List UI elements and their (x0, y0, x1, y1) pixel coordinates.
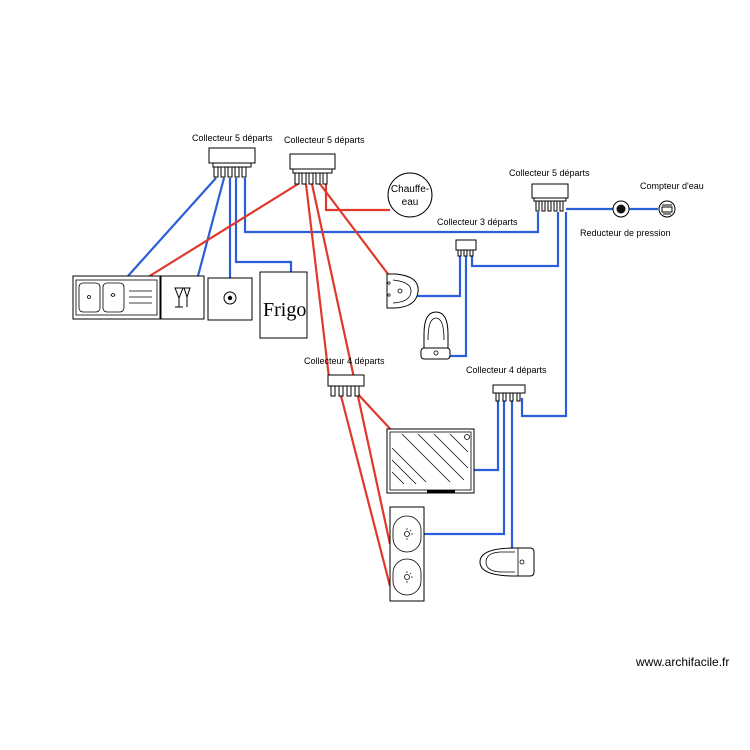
water-heater-icon: Chauffe- eau (387, 172, 433, 218)
cold-pipe-toilet-2 (448, 256, 468, 358)
cold-pipe-to-collector-4 (520, 212, 568, 418)
pressure-reducer-label: Reducteur de pression (580, 228, 671, 238)
cold-pipe-bathtub (474, 398, 500, 472)
water-heater-label-line2: eau (402, 197, 419, 208)
hot-water-pipes (139, 183, 431, 587)
dishwasher-icon (160, 275, 205, 320)
collector-hot-label: Collecteur 5 départs (284, 135, 365, 145)
water-meter-icon (658, 200, 676, 218)
toilet-icon (386, 273, 419, 309)
double-basin-icon (389, 506, 425, 602)
cold-pipe-fridge (234, 178, 293, 272)
collector-3 (455, 239, 477, 257)
kitchen-sink-icon (72, 275, 161, 320)
collector-kitchen (208, 147, 256, 178)
hot-pipe-basin (310, 183, 392, 545)
collector-4-right (492, 384, 526, 402)
cold-pipe-to-collector-3 (470, 212, 560, 268)
cold-pipe-to-kitchen-collector (243, 178, 540, 234)
bathtub-icon (386, 428, 475, 494)
collector-kitchen-label: Collecteur 5 départs (192, 133, 273, 143)
collector-4-left (327, 374, 365, 397)
collector-4-right-label: Collecteur 4 départs (466, 365, 547, 375)
fridge-icon: Frigo (259, 271, 308, 339)
collector-main-label: Collecteur 5 départs (509, 168, 590, 178)
cold-pipe-toilet (409, 256, 462, 298)
water-meter-label: Compteur d'eau (640, 181, 704, 191)
cold-pipe-basin (421, 398, 506, 536)
cold-water-pipes (127, 177, 658, 566)
collector-hot (289, 153, 336, 185)
watermark: www.archifacile.fr (636, 655, 730, 669)
collector-4-left-label: Collecteur 4 départs (304, 356, 385, 366)
pressure-reducer-icon (612, 200, 630, 218)
hot-pipe-toilet (319, 183, 401, 291)
toilet-2-icon (420, 311, 451, 360)
cold-pipe-sink (127, 177, 217, 277)
water-heater-label-line1: Chauffe- (391, 184, 429, 195)
hot-pipe-collector-4 (304, 183, 332, 387)
hot-pipe-sink (139, 183, 299, 283)
collector-3-label: Collecteur 3 départs (437, 217, 518, 227)
collector-main (531, 183, 569, 212)
bidet-icon (479, 547, 535, 577)
fridge-label: Frigo (263, 299, 306, 321)
washing-machine-icon (207, 277, 253, 321)
cold-pipe-dishwasher (196, 177, 226, 277)
hot-pipe-basin-2 (338, 391, 392, 587)
